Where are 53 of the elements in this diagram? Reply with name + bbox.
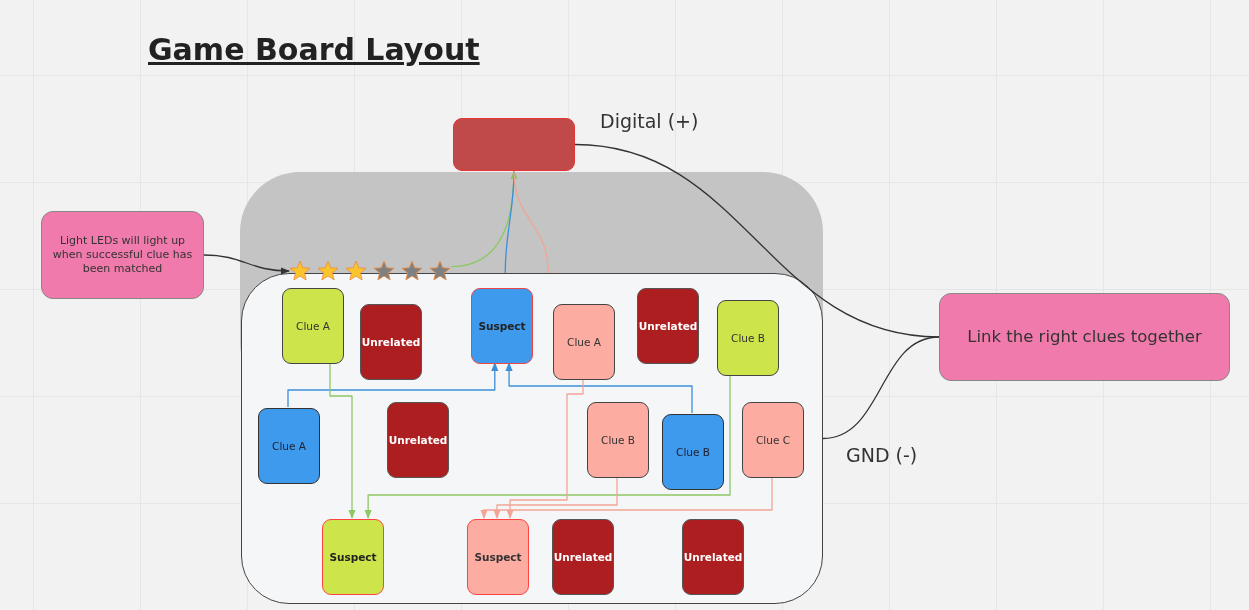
unrelated-card (552, 519, 614, 595)
sticky-note: Link the right clues together (939, 293, 1230, 381)
card-label: Unrelated (388, 434, 448, 446)
diagram-title: Game Board Layout (148, 32, 480, 67)
card-label: Unrelated (553, 551, 613, 563)
card-label: Clue B (731, 332, 765, 344)
unlit-star-icon (429, 260, 451, 282)
card-label: Unrelated (683, 551, 743, 563)
game-board (241, 273, 823, 604)
suspect-card (471, 288, 533, 364)
lit-star-icon (345, 260, 367, 282)
clue-card (282, 288, 344, 364)
controller-box (453, 118, 575, 171)
suspect-card (467, 519, 529, 595)
card-label: Unrelated (361, 336, 421, 348)
arrow (506, 378, 584, 519)
unrelated-card (682, 519, 744, 595)
unrelated-card (387, 402, 449, 478)
arrow (505, 362, 693, 414)
card-label: Unrelated (638, 320, 698, 332)
unrelated-card (637, 288, 699, 364)
clue-card (717, 300, 779, 376)
card-label: Clue C (756, 434, 790, 446)
clue-card (662, 414, 724, 490)
sticky-note: Light LEDs will light up when successful clue has been matched (41, 211, 204, 299)
arrow (329, 362, 356, 519)
clue-card (742, 402, 804, 478)
card-label: Clue A (296, 320, 330, 332)
clue-card (553, 304, 615, 380)
card-label: Clue B (676, 446, 710, 458)
unlit-star-icon (373, 260, 395, 282)
clue-card (258, 408, 320, 484)
arrow (480, 476, 773, 519)
card-label: Suspect (478, 320, 526, 332)
card-label: Clue A (567, 336, 601, 348)
lit-star-icon (317, 260, 339, 282)
card-label: Suspect (474, 551, 522, 563)
arrow (287, 362, 499, 408)
unrelated-card (360, 304, 422, 380)
card-label: Clue A (272, 440, 306, 452)
connector-line (822, 336, 940, 440)
unlit-star-icon (401, 260, 423, 282)
card-label: Suspect (329, 551, 377, 563)
arrow (493, 476, 618, 519)
connection-label: Digital (+) (600, 110, 699, 132)
arrow (203, 254, 290, 275)
lit-star-icon (289, 260, 311, 282)
arrow (364, 374, 731, 519)
card-label: Clue B (601, 434, 635, 446)
connection-label: GND (-) (846, 444, 918, 466)
connector-line (513, 170, 549, 274)
clue-card (587, 402, 649, 478)
suspect-card (322, 519, 384, 595)
